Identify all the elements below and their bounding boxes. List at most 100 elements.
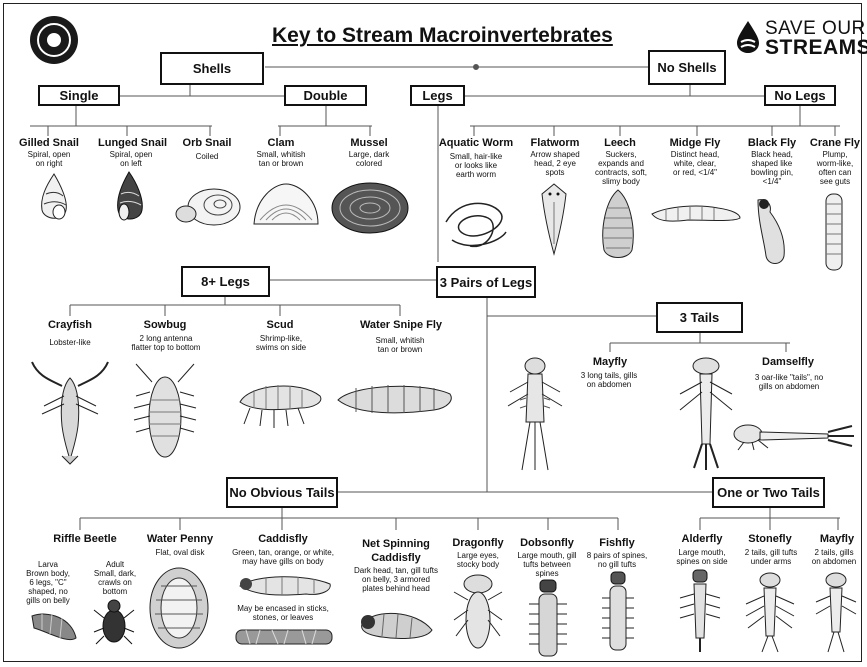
crayfish-desc: Lobster-like — [40, 338, 100, 347]
flatworm-desc: Arrow shaped head, 2 eye spots — [524, 150, 586, 177]
caddisfly-name: Caddisfly — [254, 533, 312, 545]
aquatic-worm-desc: Small, hair-like or looks like earth wor… — [438, 152, 514, 179]
net-spinning-caddisfly-illustration — [356, 600, 436, 646]
leech-name: Leech — [594, 137, 646, 149]
water-penny-desc: Flat, oval disk — [146, 548, 214, 557]
leech-desc: Suckers, expands and contracts, soft, sl… — [590, 150, 652, 186]
lunged-snail-illustration — [112, 170, 146, 224]
sowbug-illustration — [130, 362, 200, 462]
mussel-name: Mussel — [338, 137, 400, 149]
no-shells-box: No Shells — [648, 50, 726, 85]
water-snipe-fly-name: Water Snipe Fly — [356, 319, 446, 331]
black-fly-name: Black Fly — [742, 137, 802, 149]
mayfly-three-tails-name: Mayfly — [584, 356, 636, 368]
eight-legs-box: 8+ Legs — [181, 266, 270, 297]
flatworm-illustration — [538, 182, 570, 256]
net-spinning-caddisfly-desc: Dark head, tan, gill tufts on belly, 3 a… — [346, 566, 446, 593]
no-legs-box: No Legs — [764, 85, 836, 106]
damselfly-side-illustration — [728, 420, 856, 452]
scud-name: Scud — [254, 319, 306, 331]
dragonfly-name: Dragonfly — [450, 537, 506, 549]
water-snipe-fly-illustration — [334, 378, 456, 422]
water-drop-icon — [735, 20, 761, 54]
midge-fly-illustration — [648, 196, 744, 230]
mayfly-three-tails-illustration — [500, 348, 570, 472]
net-spinning-caddisfly-name: Net Spinning Caddisfly — [354, 537, 438, 565]
crane-fly-name: Crane Fly — [808, 137, 862, 149]
gilled-snail-desc: Spiral, open on right — [18, 150, 80, 168]
riffle-beetle-adult-desc: Adult Small, dark, crawls on bottom — [90, 560, 140, 596]
dobsonfly-name: Dobsonfly — [516, 537, 578, 549]
clam-desc: Small, whitish tan or brown — [248, 150, 314, 168]
aquatic-worm-name: Aquatic Worm — [438, 137, 514, 149]
alderfly-name: Alderfly — [674, 533, 730, 545]
water-penny-name: Water Penny — [146, 533, 214, 545]
stonefly-illustration — [742, 570, 798, 654]
riffle-beetle-larva-desc: Larva Brown body, 6 legs, "C" shaped, no… — [22, 560, 74, 605]
alderfly-illustration — [676, 568, 724, 654]
brand-line-2: STREAMS — [765, 36, 867, 60]
damselfly-illustration — [676, 354, 736, 472]
sowbug-desc: 2 long antenna flatter top to bottom — [122, 334, 210, 352]
riffle-beetle-larva-illustration — [28, 608, 80, 648]
flatworm-name: Flatworm — [526, 137, 584, 149]
aquatic-worm-illustration — [440, 192, 512, 254]
stonefly-desc: 2 tails, gill tufts under arms — [736, 548, 806, 566]
damselfly-name: Damselfly — [752, 356, 824, 368]
lunged-snail-name: Lunged Snail — [98, 137, 164, 149]
orb-snail-desc: Coiled — [178, 152, 236, 161]
gilled-snail-illustration — [36, 172, 72, 224]
damselfly-desc: 3 oar-like "tails", no gills on abdomen — [744, 373, 834, 391]
legs-box: Legs — [410, 85, 465, 106]
orb-snail-name: Orb Snail — [178, 137, 236, 149]
crayfish-illustration — [26, 356, 114, 466]
fishfly-name: Fishfly — [590, 537, 644, 549]
alderfly-desc: Large mouth, spines on side — [668, 548, 736, 566]
orb-snail-illustration — [174, 186, 244, 228]
three-pairs-legs-box: 3 Pairs of Legs — [436, 266, 536, 298]
black-fly-illustration — [752, 196, 790, 268]
shells-box: Shells — [160, 52, 264, 85]
leech-illustration — [598, 188, 638, 262]
dobsonfly-illustration — [526, 578, 570, 660]
caddisfly-desc: Green, tan, orange, or white, may have g… — [226, 548, 340, 566]
caddisfly-case-illustration — [232, 624, 336, 650]
scud-illustration — [230, 372, 330, 432]
mayfly-two-tails-desc: 2 tails, gills on abdomen — [806, 548, 862, 566]
save-our-streams-logo: SAVE OUR STREAMS — [735, 18, 860, 62]
mayfly-two-tails-name: Mayfly — [812, 533, 862, 545]
izaak-walton-league-logo — [30, 16, 78, 64]
no-obvious-tails-box: No Obvious Tails — [226, 477, 338, 508]
one-or-two-tails-box: One or Two Tails — [712, 477, 825, 508]
three-tails-box: 3 Tails — [656, 302, 743, 333]
caddisfly-case-desc: May be encased in sticks, stones, or lea… — [230, 604, 336, 622]
single-box: Single — [38, 85, 120, 106]
lunged-snail-desc: Spiral, open on left — [98, 150, 164, 168]
mussel-illustration — [330, 178, 410, 236]
riffle-beetle-name: Riffle Beetle — [50, 533, 120, 545]
sowbug-name: Sowbug — [136, 319, 194, 331]
gilled-snail-name: Gilled Snail — [18, 137, 80, 149]
dragonfly-desc: Large eyes, stocky body — [446, 551, 510, 569]
fishfly-desc: 8 pairs of spines, no gill tufts — [580, 551, 654, 569]
scud-desc: Shrimp-like, swims on side — [246, 334, 316, 352]
dragonfly-illustration — [452, 570, 504, 654]
page-title: Key to Stream Macroinvertebrates — [272, 24, 613, 48]
mayfly-three-tails-desc: 3 long tails, gills on abdomen — [566, 371, 652, 389]
riffle-beetle-adult-illustration — [92, 596, 136, 646]
caddisfly-larva-illustration — [236, 568, 336, 602]
mayfly-two-tails-illustration — [814, 570, 858, 654]
mussel-desc: Large, dark colored — [338, 150, 400, 168]
double-box: Double — [284, 85, 367, 106]
clam-illustration — [250, 180, 322, 234]
crayfish-name: Crayfish — [40, 319, 100, 331]
water-penny-illustration — [148, 566, 210, 650]
midge-fly-name: Midge Fly — [664, 137, 726, 149]
black-fly-desc: Black head, shaped like bowling pin, <1/… — [742, 150, 802, 186]
clam-name: Clam — [252, 137, 310, 149]
water-snipe-fly-desc: Small, whitish tan or brown — [368, 336, 432, 354]
midge-fly-desc: Distinct head, white, clear, or red, <1/… — [664, 150, 726, 177]
dobsonfly-desc: Large mouth, gill tufts between spines — [512, 551, 582, 578]
crane-fly-illustration — [820, 192, 848, 272]
stonefly-name: Stonefly — [740, 533, 800, 545]
